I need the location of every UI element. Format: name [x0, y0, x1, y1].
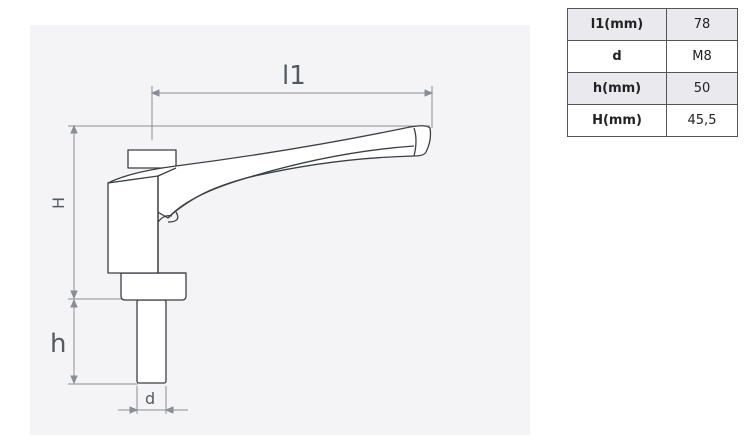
lever-handle: [107, 125, 432, 384]
dimension-label-h: h: [50, 329, 66, 359]
dimension-lines: [68, 86, 434, 414]
spec-table: l1(mm) 78 d M8 h(mm) 50 H(mm) 45,5: [567, 8, 738, 137]
threaded-stud: [136, 299, 167, 384]
spec-value: M8: [666, 40, 738, 73]
spec-value: 45,5: [666, 104, 738, 137]
collar: [120, 272, 187, 301]
spec-label: h(mm): [567, 72, 667, 105]
spec-label: l1(mm): [567, 8, 667, 41]
spec-label: H(mm): [567, 104, 667, 137]
spec-label: d: [567, 40, 667, 73]
spec-row: h(mm) 50: [567, 72, 738, 105]
dimension-label-H: H: [49, 197, 68, 209]
hub-body: [107, 175, 159, 274]
top-boss: [127, 149, 177, 169]
spec-row: l1(mm) 78: [567, 8, 738, 41]
spec-row: d M8: [567, 40, 738, 73]
spec-value: 50: [666, 72, 738, 105]
spec-value: 78: [666, 8, 738, 41]
dimension-label-d: d: [145, 389, 155, 408]
dimension-label-l1: l1: [282, 61, 306, 91]
spec-row: H(mm) 45,5: [567, 104, 738, 137]
watermark: [30, 25, 530, 435]
